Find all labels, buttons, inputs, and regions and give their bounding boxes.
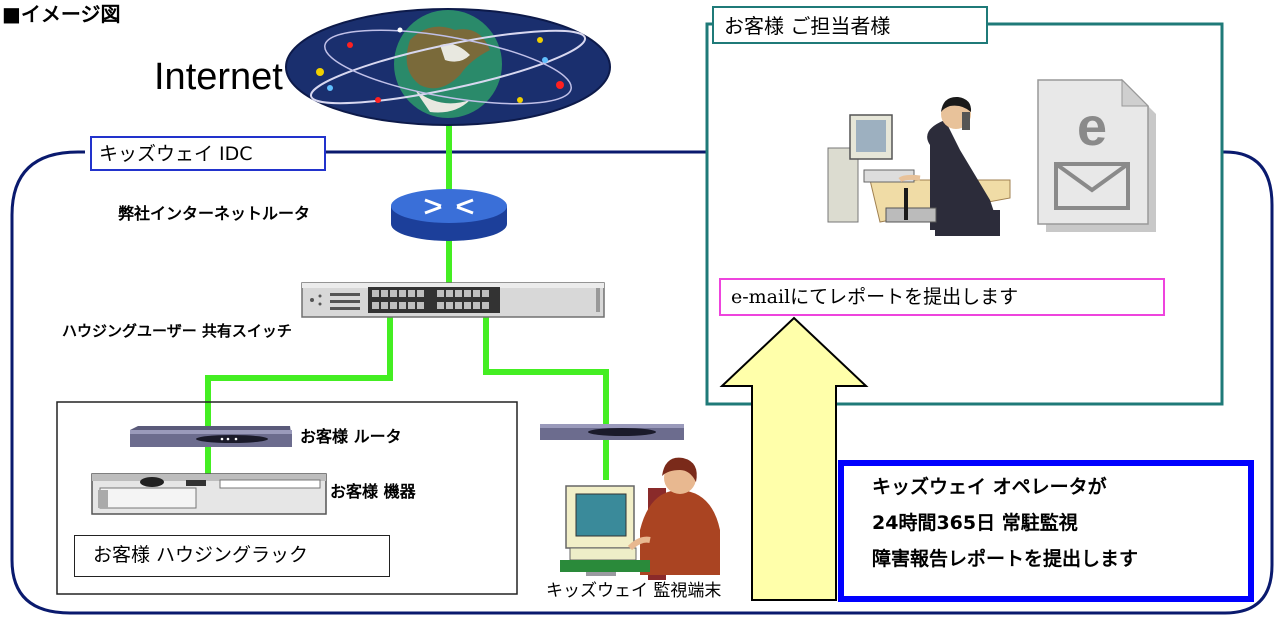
server-icon	[91, 473, 327, 515]
customer-rack-boundary	[56, 401, 518, 595]
router-label: 弊社インターネットルータ	[118, 204, 311, 223]
idc-title: キッズウェイ IDC	[99, 143, 253, 165]
monitor-terminal-label: キッズウェイ 監視端末	[546, 581, 722, 601]
link-switch-monitor-router	[483, 315, 609, 424]
customer-equipment-label: お客様 機器	[330, 482, 416, 501]
idc-boundary	[10, 150, 1274, 615]
operator-box: キッズウェイ オペレータが 24時間365日 常駐監視 障害報告レポートを提出し…	[838, 460, 1254, 602]
operator-line-1: キッズウェイ オペレータが	[872, 476, 1107, 498]
email-document-icon: e	[1037, 78, 1156, 232]
operator-icon	[560, 457, 720, 580]
idc-title-box: キッズウェイ IDC	[90, 136, 326, 171]
operator-line-3: 障害報告レポートを提出します	[872, 548, 1139, 570]
email-report-text: e-mailにてレポートを提出します	[731, 286, 1019, 308]
switch-icon	[301, 282, 605, 318]
customer-rack-label: お客様 ハウジングラック	[93, 544, 309, 566]
svg-text:e: e	[1077, 97, 1107, 157]
router-icon	[391, 189, 507, 241]
page-title: ■イメージ図	[2, 2, 121, 26]
customer-panel-title: お客様 ご担当者様	[724, 14, 891, 38]
customer-rack-label-box: お客様 ハウジングラック	[74, 535, 390, 577]
businessman-icon	[827, 96, 1011, 236]
operator-line-2: 24時間365日 常駐監視	[872, 512, 1078, 534]
up-arrow-icon	[719, 316, 869, 601]
monitor-router-icon	[540, 424, 684, 440]
customer-router-icon	[130, 426, 292, 447]
customer-panel-title-box: お客様 ご担当者様	[712, 6, 988, 44]
globe-icon	[285, 8, 611, 126]
link-switch-customer-router	[205, 315, 393, 430]
network-links	[205, 118, 609, 480]
internet-label: Internet	[154, 56, 283, 98]
customer-router-label: お客様 ルータ	[300, 427, 402, 446]
switch-label: ハウジングユーザー 共有スイッチ	[62, 322, 292, 340]
email-report-box: e-mailにてレポートを提出します	[719, 278, 1165, 316]
